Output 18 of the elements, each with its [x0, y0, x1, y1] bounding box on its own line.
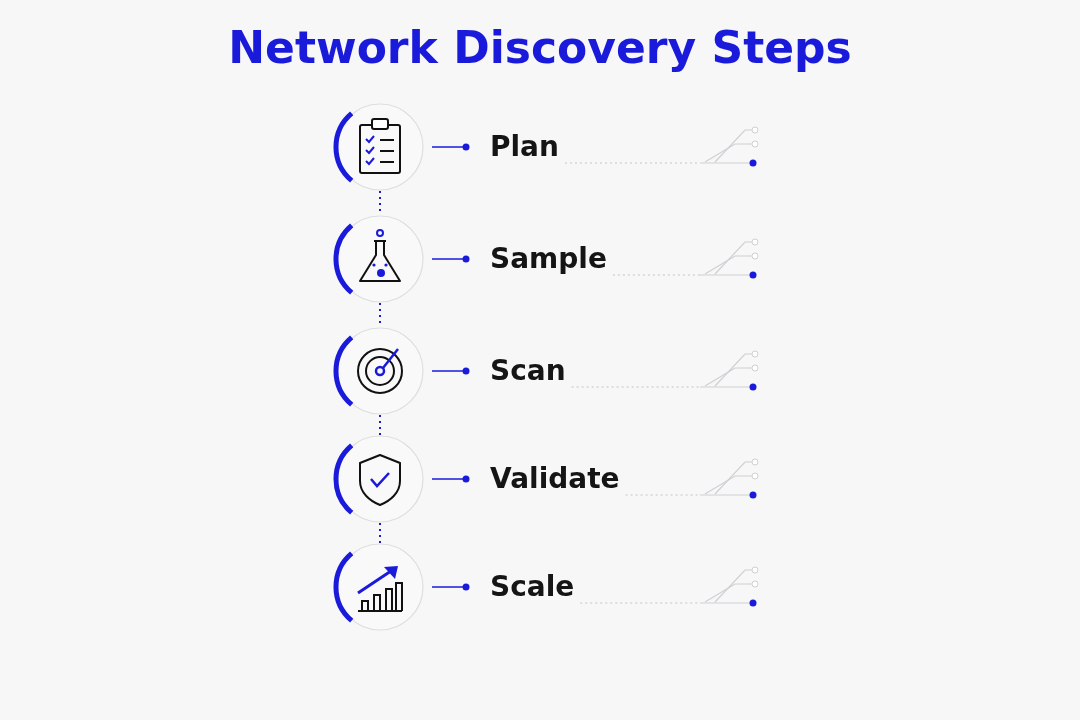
connector-line [431, 475, 470, 483]
step-label: Validate [466, 461, 620, 497]
dotted-connector [379, 414, 381, 436]
step-label: Scale [466, 569, 575, 605]
step-label: Plan [466, 129, 559, 165]
step-label: Sample [466, 241, 607, 277]
dotted-connector [379, 522, 381, 544]
step-circle [333, 324, 427, 418]
connector-line [431, 583, 470, 591]
connector-line [431, 255, 470, 263]
step-label: Scan [466, 353, 566, 389]
connector-line [431, 143, 470, 151]
connector-line [431, 367, 470, 375]
step-circle [333, 432, 427, 526]
title: Network Discovery Steps [227, 22, 853, 73]
step-circle [333, 100, 427, 194]
step-circle [333, 540, 427, 634]
step-circle [333, 212, 427, 306]
